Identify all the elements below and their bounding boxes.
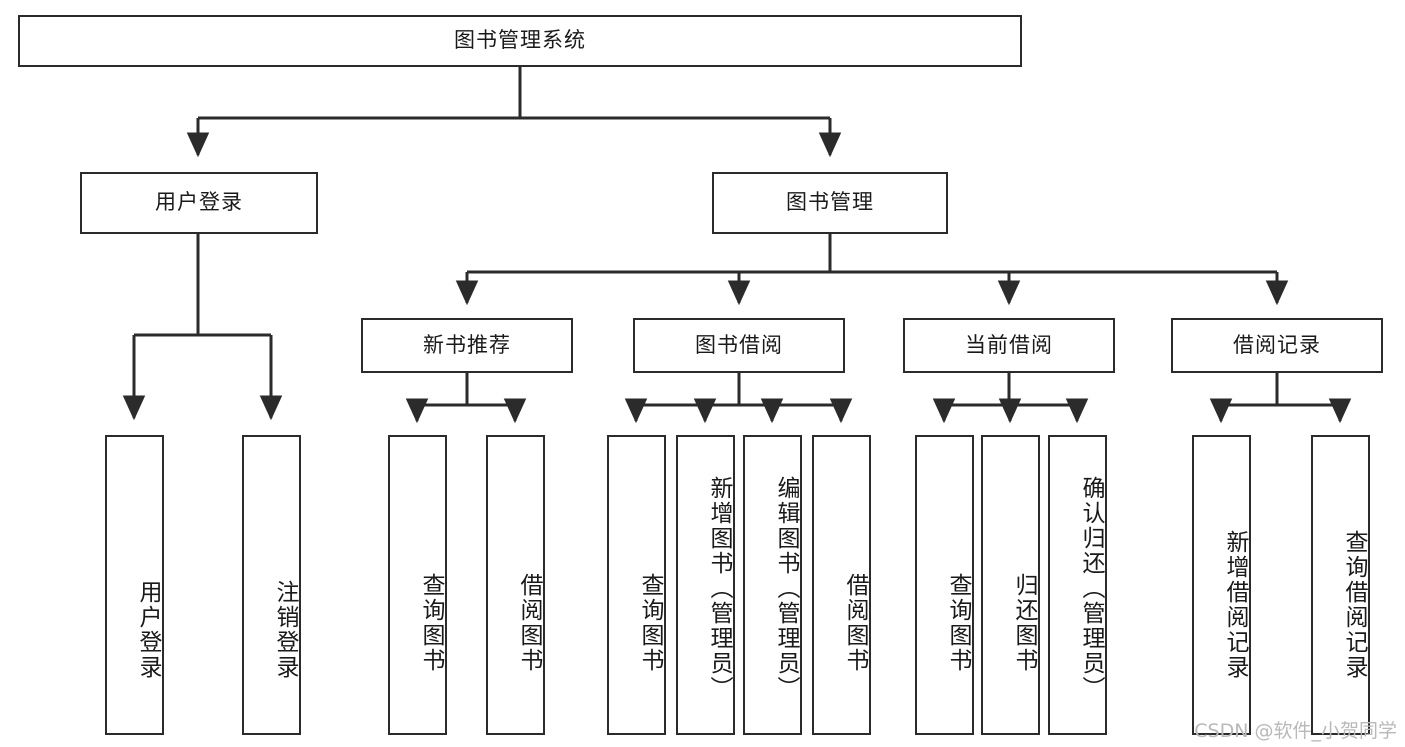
node-user-login[interactable]: 用户登录 <box>80 172 318 234</box>
leaf-user-login[interactable]: 用户登录 <box>105 435 164 735</box>
leaf-logout-login-label: 注销登录 <box>272 580 298 680</box>
leaf-query-book-1-label: 查询图书 <box>418 573 444 673</box>
leaf-query-book-1[interactable]: 查询图书 <box>388 435 447 735</box>
leaf-return-book-label: 归还图书 <box>1011 573 1037 673</box>
node-root-label: 图书管理系统 <box>454 28 586 53</box>
node-root[interactable]: 图书管理系统 <box>18 15 1022 67</box>
leaf-edit-book-label: 编辑图书（管理员） <box>773 475 799 701</box>
node-current-borrow[interactable]: 当前借阅 <box>903 318 1115 373</box>
node-borrow-record[interactable]: 借阅记录 <box>1171 318 1383 373</box>
node-new-book-recommend[interactable]: 新书推荐 <box>361 318 573 373</box>
leaf-borrow-book-1-label: 借阅图书 <box>516 573 542 673</box>
leaf-borrow-book-1[interactable]: 借阅图书 <box>486 435 545 735</box>
node-book-manage[interactable]: 图书管理 <box>712 172 948 234</box>
node-current-borrow-label: 当前借阅 <box>965 332 1053 357</box>
node-book-borrow[interactable]: 图书借阅 <box>633 318 845 373</box>
leaf-query-book-3-label: 查询图书 <box>945 573 971 673</box>
node-user-login-label: 用户登录 <box>155 190 243 215</box>
leaf-query-book-3[interactable]: 查询图书 <box>915 435 974 735</box>
leaf-add-record-label: 新增借阅记录 <box>1222 530 1248 680</box>
leaf-return-book[interactable]: 归还图书 <box>981 435 1040 735</box>
leaf-borrow-book-2[interactable]: 借阅图书 <box>812 435 871 735</box>
csdn-watermark: CSDN @软件_小贺同学 <box>1194 720 1397 742</box>
node-borrow-record-label: 借阅记录 <box>1233 332 1321 357</box>
leaf-query-record-label: 查询借阅记录 <box>1341 530 1367 680</box>
leaf-logout-login[interactable]: 注销登录 <box>242 435 301 735</box>
leaf-confirm-return[interactable]: 确认归还（管理员） <box>1048 435 1107 735</box>
leaf-query-book-2-label: 查询图书 <box>637 573 663 673</box>
leaf-edit-book[interactable]: 编辑图书（管理员） <box>743 435 802 735</box>
node-book-borrow-label: 图书借阅 <box>695 332 783 357</box>
leaf-user-login-label: 用户登录 <box>135 580 161 680</box>
leaf-add-book-label: 新增图书（管理员） <box>706 475 732 701</box>
leaf-query-book-2[interactable]: 查询图书 <box>607 435 666 735</box>
leaf-confirm-return-label: 确认归还（管理员） <box>1078 475 1104 701</box>
leaf-add-record[interactable]: 新增借阅记录 <box>1192 435 1251 735</box>
node-new-book-recommend-label: 新书推荐 <box>423 332 511 357</box>
node-book-manage-label: 图书管理 <box>786 190 874 215</box>
leaf-query-record[interactable]: 查询借阅记录 <box>1311 435 1370 735</box>
leaf-borrow-book-2-label: 借阅图书 <box>842 573 868 673</box>
leaf-add-book[interactable]: 新增图书（管理员） <box>676 435 735 735</box>
